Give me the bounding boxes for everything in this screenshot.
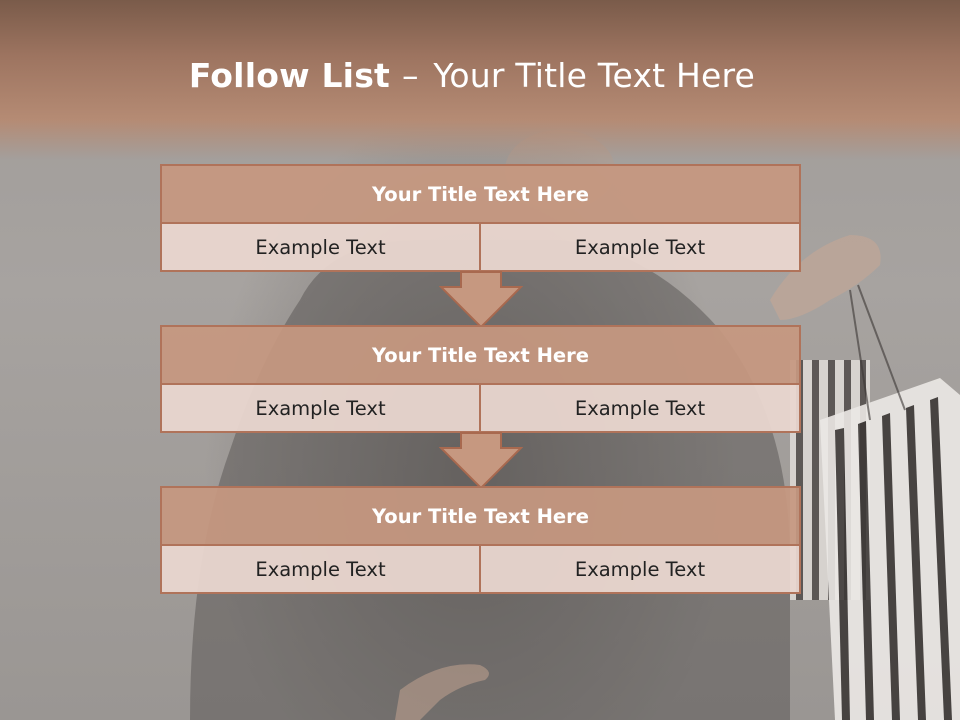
block-title: Your Title Text Here — [160, 486, 801, 546]
block-cell-right: Example Text — [479, 383, 801, 433]
title-separator: – — [402, 56, 419, 95]
down-arrow-icon — [439, 432, 523, 490]
block-cell-left: Example Text — [160, 544, 481, 594]
down-arrow-icon — [439, 271, 523, 329]
header-band — [0, 0, 960, 160]
block-cell-left: Example Text — [160, 383, 481, 433]
block-cell-left: Example Text — [160, 222, 481, 272]
slide-title: Follow List– Your Title Text Here — [0, 50, 944, 102]
block-title: Your Title Text Here — [160, 164, 801, 224]
title-bold-part: Follow List — [188, 56, 391, 95]
block-cell-right: Example Text — [479, 222, 801, 272]
block-cell-right: Example Text — [479, 544, 801, 594]
block-title: Your Title Text Here — [160, 325, 801, 385]
title-text: Your Title Text Here — [433, 56, 756, 95]
